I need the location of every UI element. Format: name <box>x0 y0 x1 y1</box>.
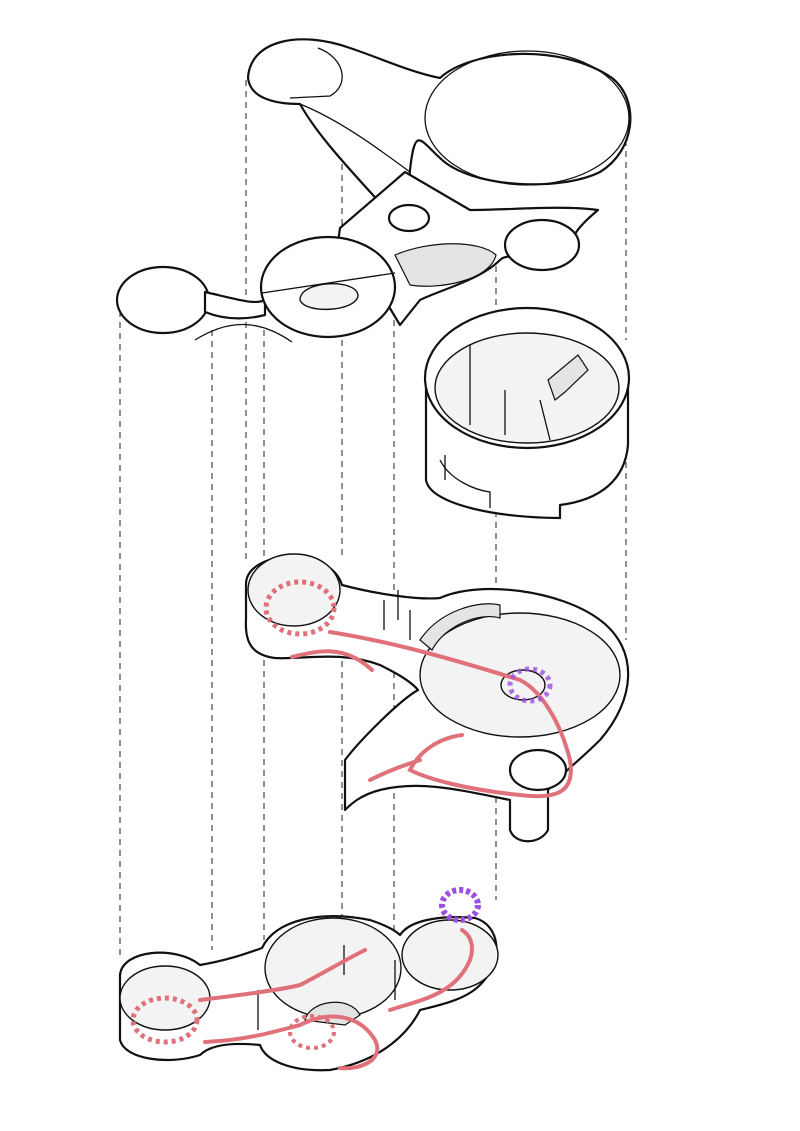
middle-stair-highlight <box>263 579 337 637</box>
upper-recess <box>394 243 497 287</box>
cylindrical-tower-layer <box>423 306 631 520</box>
ground-right-drum <box>401 919 499 991</box>
ground-circulation-path <box>198 948 367 1002</box>
upper-central-well <box>299 283 359 310</box>
middle-left-tower <box>247 553 341 627</box>
middle-circulation-path <box>290 649 374 672</box>
projection-guides <box>119 80 627 960</box>
middle-circulation-path <box>328 630 573 799</box>
ground-floor-layer <box>118 887 499 1072</box>
tower-stair-block <box>547 354 589 401</box>
upper-slab-layer <box>115 170 600 343</box>
ground-circulation-path <box>388 928 474 1012</box>
roof-arc-detail <box>289 47 343 99</box>
ground-stair-highlight <box>439 887 481 923</box>
middle-small-drum <box>508 748 568 792</box>
ground-circulation-path <box>203 1014 380 1071</box>
upper-right-disc <box>503 218 581 272</box>
middle-circulation-path <box>368 758 422 782</box>
upper-small-opening <box>387 203 431 233</box>
ground-stair-highlight <box>288 1014 336 1050</box>
roof-slab <box>246 38 632 227</box>
middle-stair-highlight <box>507 666 553 704</box>
roof-layer <box>246 38 632 227</box>
tower-inner-floor <box>434 332 620 444</box>
tower-door-opening <box>439 459 491 508</box>
upper-left-disc <box>115 265 211 335</box>
ground-stair-highlight <box>130 995 200 1045</box>
upper-neck-curve <box>194 323 293 343</box>
upper-central-divider <box>261 272 396 294</box>
middle-curved-wall <box>419 603 501 651</box>
middle-floor-layer <box>244 553 630 843</box>
roof-edge <box>299 103 411 173</box>
tower-partition <box>539 399 551 441</box>
upper-left-neck <box>203 290 267 320</box>
roof-large-disc <box>424 50 630 186</box>
